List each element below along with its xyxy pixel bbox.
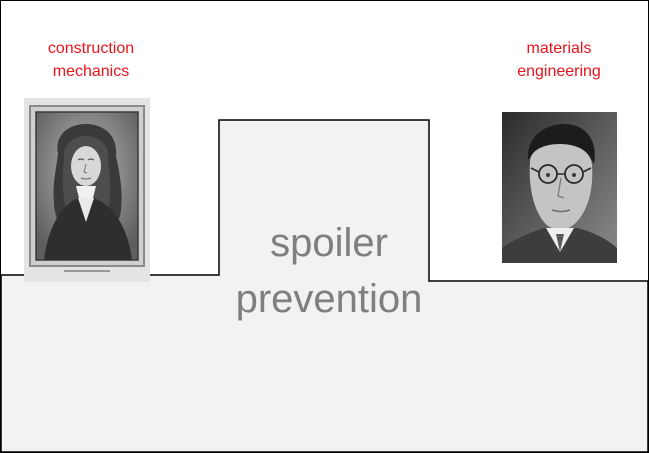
left-caption-line1: construction — [47, 40, 135, 57]
center-label-line1: spoiler — [270, 221, 388, 265]
left-caption: construction mechanics — [21, 37, 161, 83]
center-label-line2: prevention — [235, 277, 423, 321]
right-caption: materials engineering — [485, 37, 633, 83]
right-caption-line1: materials — [526, 40, 592, 57]
left-caption-line2: mechanics — [52, 63, 130, 80]
podium-outline — [1, 119, 648, 452]
center-label: spoiler prevention — [213, 215, 445, 327]
engraved-portrait-long-haired-man-icon — [24, 98, 150, 282]
photo-portrait-man-with-glasses-icon — [502, 112, 617, 263]
right-caption-line2: engineering — [517, 63, 601, 80]
